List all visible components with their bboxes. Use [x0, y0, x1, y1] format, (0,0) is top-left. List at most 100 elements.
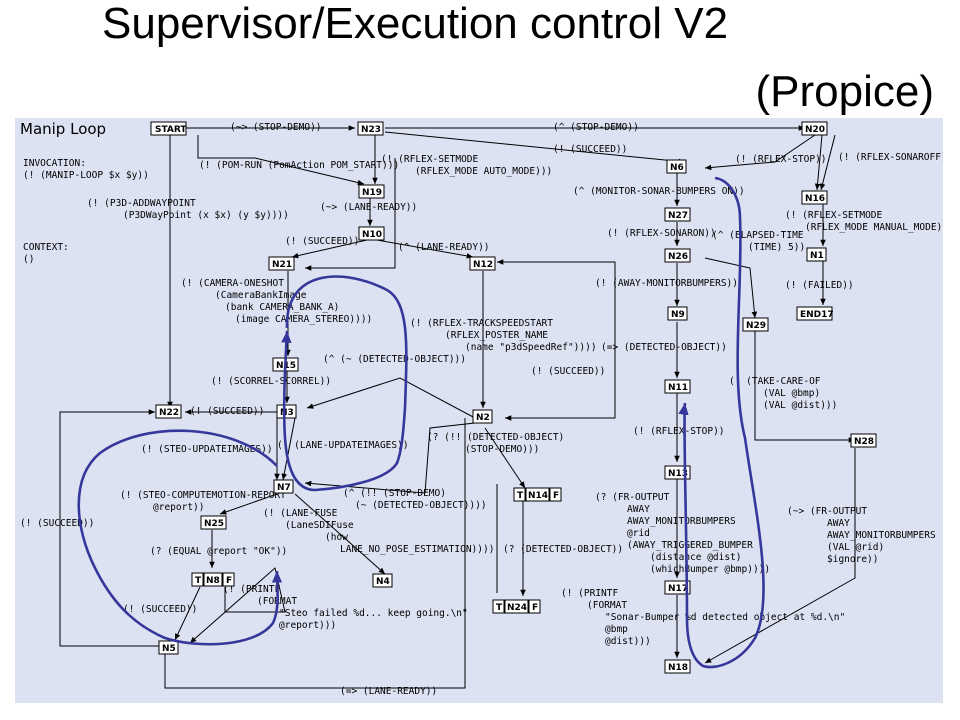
- node-n4: N4: [372, 573, 393, 588]
- node-n24-triple: T N24 F: [492, 599, 541, 614]
- node-n23: N23: [357, 121, 384, 136]
- edge-label: (image CAMERA_STEREO)))): [235, 314, 372, 325]
- edge-label: (! (SUCCEED)): [531, 366, 605, 377]
- edge-label: (RFLEX_POSTER_NAME: [445, 330, 548, 341]
- node-start: START: [150, 121, 187, 136]
- svg-text:N5: N5: [162, 644, 176, 654]
- edge: [704, 134, 816, 171]
- node-end17: END17: [796, 306, 834, 321]
- node-n28: N28: [850, 433, 877, 448]
- context-value: (): [23, 254, 34, 265]
- edge: [704, 448, 856, 664]
- svg-text:N7: N7: [277, 483, 291, 493]
- edge-label: (P3DWayPoint (x $x) (y $y)))): [123, 210, 289, 221]
- invocation-label: INVOCATION:: [23, 158, 86, 169]
- node-n6: N6: [666, 159, 687, 174]
- edge-label: (? (EQUAL @report "OK")): [150, 546, 287, 557]
- edge-label: (! (RFLEX-SETMODE: [785, 210, 883, 221]
- node-n18: N18: [664, 659, 691, 674]
- edge-label: (CameraBankImage: [215, 290, 307, 301]
- edge-label: (^ (MONITOR-SONAR-BUMPERS ON)): [573, 186, 745, 197]
- edge: [304, 422, 476, 494]
- svg-text:N6: N6: [670, 163, 684, 173]
- invocation-value: (! (MANIP-LOOP $x $y)): [23, 170, 149, 181]
- svg-text:N11: N11: [668, 383, 688, 393]
- svg-text:N27: N27: [668, 211, 688, 221]
- edge-label: (=> (LANE-READY)): [340, 686, 437, 697]
- node-n22: N22: [155, 404, 182, 419]
- edge-label: (~ (DETECTED-OBJECT)))): [355, 500, 487, 511]
- svg-text:N16: N16: [805, 194, 825, 204]
- edge-label: (! (RFLEX-TRACKSPEEDSTART: [410, 318, 553, 329]
- edge-labels: (~> (STOP-DEMO)) (^ (STOP-DEMO)) (! (SUC…: [20, 122, 943, 697]
- edge-label: AWAY_MONITORBUMPERS: [827, 530, 936, 541]
- node-n17: N17: [664, 580, 691, 595]
- node-n20: N20: [801, 121, 828, 136]
- edge: [306, 377, 476, 419]
- edge: [219, 493, 278, 515]
- svg-text:N25: N25: [204, 519, 224, 529]
- edge-label: (VAL @bmp): [763, 388, 820, 399]
- edge: [484, 427, 526, 489]
- edge-label: (! (AWAY-MONITORBUMPERS)): [595, 278, 738, 289]
- edge-label: (! (RFLEX-STOP)): [633, 426, 725, 437]
- edge-label: (? (!! (DETECTED-OBJECT): [427, 432, 564, 443]
- edge-label: @rid: [627, 528, 650, 539]
- annotation-loop-vision: [281, 275, 408, 492]
- edge-label: (^ (~ (DETECTED-OBJECT))): [323, 354, 466, 365]
- svg-text:F: F: [532, 603, 538, 613]
- edge-label: (FORMAT: [587, 600, 627, 611]
- node-n11: N11: [664, 379, 691, 394]
- edge-label: (RFLEX_MODE MANUAL_MODE))): [805, 222, 943, 233]
- svg-text:N13: N13: [668, 469, 688, 479]
- edge-label: AWAY: [627, 504, 650, 515]
- edge-label: @bmp: [605, 624, 628, 635]
- annotation-loop-motion: [77, 429, 283, 646]
- edge-label: $ignore)): [827, 554, 878, 565]
- edge-label: (how: [325, 532, 348, 543]
- edge-label: (! (RFLEX-SONAROFF)): [838, 152, 943, 163]
- node-n26: N26: [664, 248, 691, 263]
- edge-label: AWAY: [827, 518, 850, 529]
- svg-text:N18: N18: [668, 663, 688, 673]
- edge-label: (AWAY_TRIGGERED_BUMPER: [627, 540, 753, 551]
- svg-text:T: T: [517, 491, 524, 501]
- edge-label: (distance @dist): [650, 552, 742, 563]
- svg-text:N21: N21: [272, 260, 292, 270]
- edge-label: (? (FR-OUTPUT: [595, 492, 670, 503]
- svg-text:N8: N8: [206, 576, 220, 586]
- edge-label: (=> (DETECTED-OBJECT)): [601, 342, 727, 353]
- edge-label: LANE_NO_POSE_ESTIMATION)))): [340, 544, 494, 555]
- svg-text:N14: N14: [528, 491, 548, 501]
- edge-label: (VAL @dist))): [763, 400, 837, 411]
- node-n2: N2: [472, 409, 493, 424]
- svg-text:N19: N19: [362, 188, 382, 198]
- annotation-loop-sonar: [678, 176, 765, 669]
- node-n3: N3: [276, 404, 297, 419]
- edge-label: @report))): [279, 620, 336, 631]
- node-n21: N21: [268, 256, 295, 271]
- edge: [704, 257, 758, 319]
- context-label: CONTEXT:: [23, 242, 69, 253]
- svg-text:START: START: [155, 125, 187, 135]
- edge-label: (! (RFLEX-SETMODE: [381, 154, 479, 165]
- edge-label: (^ (ELAPSED-TIME: [712, 230, 804, 241]
- slide-title-line-1: Supervisor/Execution control V2: [102, 0, 729, 48]
- edge-label: (~> (STOP-DEMO)): [230, 122, 322, 133]
- svg-text:N20: N20: [805, 125, 825, 135]
- edge: [281, 417, 296, 481]
- panel-title: Manip Loop: [20, 120, 106, 138]
- edge-label: (! (SUCCEED)): [553, 144, 627, 155]
- graph-edges: [59, 125, 856, 689]
- node-n1: N1: [806, 247, 827, 262]
- edge: [814, 134, 823, 191]
- edge-label: (! (SUCCEED)): [123, 604, 197, 615]
- node-n27: N27: [664, 207, 691, 222]
- node-n8-triple: T N8 F: [191, 572, 235, 587]
- edge-label: (! (SUCCEED)): [285, 236, 359, 247]
- node-n29: N29: [742, 317, 769, 332]
- edge-label: (~> (LANE-READY)): [320, 202, 417, 213]
- edge-label: "Sonar-Bumper %d detected object at %d.\…: [605, 612, 845, 623]
- procedure-graph: Manip Loop INVOCATION: (! (MANIP-LOOP $x…: [20, 120, 943, 697]
- node-n25: N25: [200, 515, 227, 530]
